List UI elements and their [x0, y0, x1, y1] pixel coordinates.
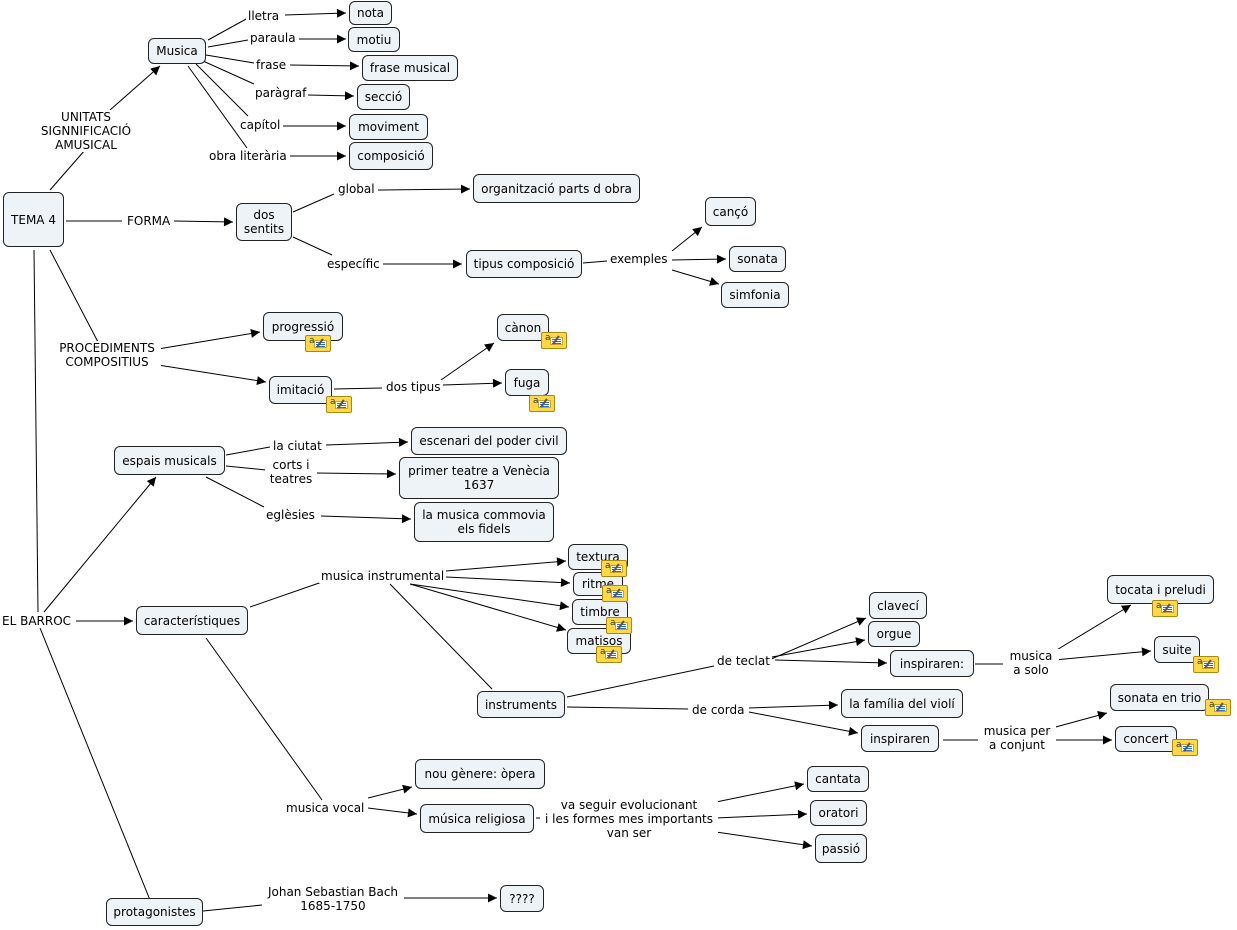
node-tipus-composicio[interactable]: tipus composició: [466, 250, 582, 278]
node-musica[interactable]: Musica: [148, 38, 206, 64]
note-icon[interactable]: a: [1205, 699, 1231, 716]
node-organitzacio-parts-obra[interactable]: organització parts d obra: [473, 174, 640, 203]
node-question-marks[interactable]: ????: [500, 885, 544, 912]
node-imitacio[interactable]: imitació: [269, 376, 332, 404]
node-simfonia[interactable]: simfonia: [721, 282, 789, 308]
label-la-ciutat: la ciutat: [271, 439, 324, 453]
note-icon[interactable]: a: [1152, 600, 1178, 617]
node-sonata-en-trio[interactable]: sonata en trio: [1110, 684, 1209, 711]
node-escenari-poder-civil[interactable]: escenari del poder civil: [411, 427, 567, 455]
node-nou-genere-opera[interactable]: nou gènere: òpera: [415, 759, 545, 789]
node-musica-religiosa[interactable]: música religiosa: [420, 804, 534, 833]
node-canco[interactable]: cançó: [705, 197, 756, 226]
label-musica-vocal: musica vocal: [284, 801, 367, 815]
label-capitol: capítol: [238, 118, 283, 132]
label-procediments-compositius: PROCEDIMENTS COMPOSITIUS: [53, 341, 161, 369]
node-fuga[interactable]: fuga: [505, 369, 549, 396]
label-musica-a-solo: musica a solo: [1003, 649, 1059, 677]
node-tocata-preludi[interactable]: tocata i preludi: [1107, 575, 1214, 604]
label-paraula: paraula: [248, 31, 298, 45]
label-de-teclat: de teclat: [715, 654, 772, 668]
node-oratori[interactable]: oratori: [810, 800, 867, 826]
label-frase: frase: [254, 58, 289, 72]
node-musica-commovia-fidels[interactable]: la musica commovia els fidels: [414, 502, 554, 542]
node-tema-4[interactable]: TEMA 4: [3, 192, 64, 247]
node-sonata[interactable]: sonata: [729, 246, 786, 272]
note-icon[interactable]: a: [1193, 656, 1219, 673]
node-concert[interactable]: concert: [1115, 726, 1177, 752]
note-icon[interactable]: a: [541, 332, 567, 349]
node-progressio[interactable]: progressió: [263, 312, 343, 341]
node-suite[interactable]: suite: [1154, 636, 1200, 663]
node-seccio[interactable]: secció: [357, 84, 410, 110]
label-musica-per-conjunt: musica per a conjunt: [978, 724, 1056, 752]
node-familia-violi[interactable]: la família del violí: [841, 689, 963, 718]
label-forma: FORMA: [125, 214, 173, 228]
label-esglesies: eglèsies: [264, 508, 317, 522]
node-inspiraren-teclat[interactable]: inspiraren:: [890, 650, 974, 677]
node-instruments[interactable]: instruments: [477, 691, 565, 718]
label-bach: Johan Sebastian Bach 1685-1750: [262, 885, 404, 913]
label-exemples: exemples: [608, 252, 670, 266]
label-lletra: lletra: [246, 9, 282, 23]
note-icon[interactable]: a: [596, 646, 622, 663]
note-icon[interactable]: a: [529, 395, 555, 412]
label-dos-tipus: dos tipus: [384, 380, 443, 394]
node-orgue[interactable]: orgue: [868, 621, 920, 647]
node-frase-musical[interactable]: frase musical: [362, 55, 458, 81]
node-cantata[interactable]: cantata: [807, 766, 869, 792]
label-paragraf: paràgraf: [253, 86, 309, 100]
node-motiu[interactable]: motiu: [348, 27, 400, 52]
node-nota[interactable]: nota: [349, 1, 392, 25]
label-va-seguir-evolucionant: va seguir evolucionant i les formes mes …: [540, 798, 718, 840]
label-el-barroc: EL BARROC: [0, 614, 74, 628]
node-inspiraren-corda[interactable]: inspiraren: [861, 725, 939, 752]
node-espais-musicals[interactable]: espais musicals: [114, 446, 225, 475]
node-primer-teatre-venecia[interactable]: primer teatre a Venècia 1637: [399, 457, 559, 499]
label-corts-teatres: corts i teatres: [265, 458, 317, 486]
note-icon[interactable]: a: [1172, 739, 1198, 756]
label-obra-literaria: obra literària: [207, 149, 289, 163]
label-unitats-significacio: UNITATS SIGNNIFICACIÓ AMUSICAL: [32, 110, 140, 152]
node-canon[interactable]: cànon: [497, 314, 549, 341]
note-icon[interactable]: a: [305, 335, 331, 352]
node-composicio[interactable]: composició: [349, 142, 433, 170]
label-de-corda: de corda: [690, 703, 747, 717]
node-claveci[interactable]: clavecí: [869, 592, 927, 619]
node-caracteristiques[interactable]: característiques: [136, 606, 248, 635]
node-protagonistes[interactable]: protagonistes: [106, 898, 203, 926]
note-icon[interactable]: a: [602, 585, 628, 602]
note-icon[interactable]: a: [601, 560, 627, 577]
label-global: global: [336, 182, 377, 196]
label-musica-instrumental: musica instrumental: [319, 569, 447, 583]
label-especific: específic: [325, 257, 382, 271]
note-icon[interactable]: a: [326, 396, 352, 413]
node-moviment[interactable]: moviment: [349, 114, 428, 140]
note-icon[interactable]: a: [606, 617, 632, 634]
node-dos-sentits[interactable]: dos sentits: [236, 203, 292, 241]
node-passio[interactable]: passió: [815, 834, 867, 863]
